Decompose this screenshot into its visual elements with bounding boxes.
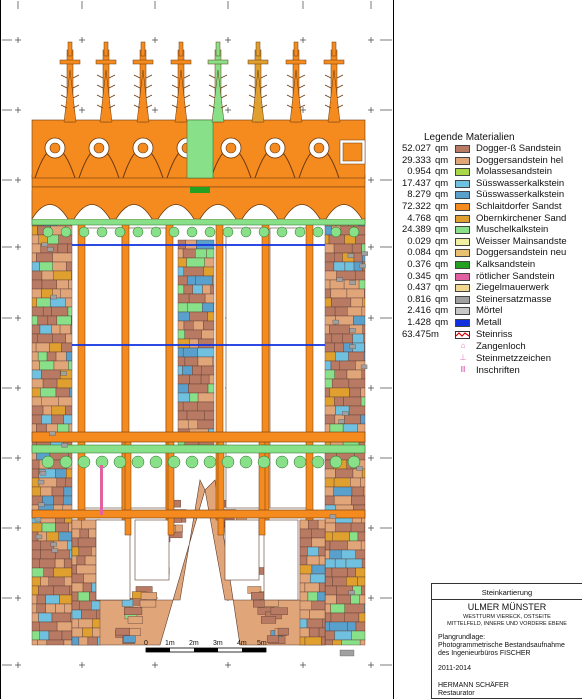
legend-swatch	[455, 168, 470, 177]
legend-symbol-name: Zangenloch	[476, 341, 526, 353]
legend-item-name: Steinersatzmasse	[476, 293, 552, 305]
legend-item-name: Molassesandstein	[476, 166, 553, 178]
legend-item-value: 29.333	[401, 154, 431, 166]
legend-item-value: 0.954	[407, 166, 431, 178]
zangenloch-icon: ⌂	[460, 341, 466, 351]
legend-item-value: 0.084	[407, 247, 431, 259]
legend-item-unit: qm	[435, 317, 449, 328]
legend-item-value: 24.389	[401, 224, 431, 236]
title-block-title: ULMER MÜNSTER	[467, 602, 547, 612]
legend-swatch	[455, 319, 470, 327]
legend-item-unit: qm	[435, 212, 449, 224]
scale-label-4m: 4m	[237, 640, 247, 647]
title-block-basis-label: Plangrundlage:	[438, 634, 486, 641]
legend-item-unit: qm	[435, 270, 449, 282]
legend-swatch	[455, 214, 470, 223]
legend-item-name: Süsswasserkalkstein	[476, 177, 565, 189]
legend-item-name: Metall	[476, 317, 502, 328]
title-block: Steinkartierung ULMER MÜNSTER WESTTURM V…	[431, 583, 582, 699]
legend-swatch	[455, 145, 470, 153]
title-block-basis-line-1: Photogrammetrische Bestandsaufnahme	[438, 642, 565, 649]
legend-swatch	[455, 226, 470, 235]
legend-item-value: 63.475	[401, 328, 431, 340]
legend-item-name: Schlaitdorfer Sandst	[476, 201, 562, 212]
legend-swatch	[455, 249, 470, 258]
legend-item-unit: qm	[435, 189, 449, 201]
title-block-basis-line-2: des Ingenieurbüros FISCHER	[438, 650, 531, 657]
legend-item-name: Doggersandstein neu	[476, 247, 567, 259]
legend-item-unit: qm	[435, 154, 449, 166]
legend-swatch	[455, 237, 470, 246]
title-block-date: 2011-2014	[438, 665, 471, 672]
legend-item-value: 0.376	[407, 259, 431, 270]
legend-title: Legende Materialien	[424, 132, 515, 143]
legend-symbol-name: Inschriften	[476, 365, 520, 377]
title-block-author-role: Restaurator	[438, 690, 475, 697]
legend-swatch	[455, 156, 470, 165]
legend-swatch	[455, 261, 470, 269]
legend-item-name: Kalksandstein	[476, 259, 536, 270]
legend-item-value: 1.428	[407, 317, 431, 328]
legend-item-unit: qm	[435, 177, 449, 189]
legend-item-unit: qm	[435, 305, 449, 317]
legend-swatch	[455, 272, 470, 281]
legend-swatch	[455, 203, 470, 211]
legend-item-unit: qm	[435, 143, 449, 154]
facade-elevation	[31, 41, 368, 657]
inschriften-icon: Ⅲ	[460, 365, 466, 375]
legend-item-name: Süsswasserkalkstein	[476, 189, 565, 201]
legend-item-value: 4.768	[407, 212, 431, 224]
title-block-subtitle-2: MITTELFELD, INNERE UND VORDERE EBENE	[447, 621, 567, 627]
title-block-heading: Steinkartierung	[481, 588, 533, 597]
legend-item-unit: qm	[435, 166, 449, 178]
scale-label-0: 0	[144, 640, 148, 647]
scale-label-3m: 3m	[213, 640, 223, 647]
legend-item-unit: qm	[435, 293, 449, 305]
title-block-subtitle-1: WESTTURM VIERECK, OSTSEITE	[463, 614, 551, 620]
legend-item-name: Mörtel	[476, 305, 503, 317]
title-block-divider	[432, 599, 582, 600]
legend-item-value: 0.816	[407, 293, 431, 305]
legend-item-value: 2.416	[407, 305, 431, 317]
scale-bar: 0 1m 2m 3m 4m 5m	[144, 640, 267, 653]
legend-symbol-name: Steinmetzzeichen	[476, 353, 551, 365]
legend-swatch	[455, 179, 470, 188]
legend-item-unit: qm	[435, 224, 449, 236]
legend-swatch	[455, 307, 470, 316]
legend-item-value: 52.027	[401, 143, 431, 154]
legend-item-value: 8.279	[407, 189, 431, 201]
legend-item-name: Dogger-ß Sandstein	[476, 143, 562, 154]
legend-swatch	[455, 295, 470, 304]
scale-label-5m: 5m	[257, 640, 267, 647]
legend-item-unit: qm	[435, 259, 449, 270]
legend-item-name: Doggersandstein hel	[476, 154, 564, 166]
legend-swatch	[455, 330, 470, 339]
legend-item-name: Weisser Mainsandste	[476, 235, 567, 247]
legend-item-unit: qm	[435, 201, 449, 212]
scale-label-1m: 1m	[165, 640, 175, 647]
legend-swatch	[455, 284, 470, 293]
legend-swatch	[455, 191, 470, 200]
legend-item-value: 0.437	[407, 282, 431, 294]
legend-item-unit: qm	[435, 282, 449, 294]
legend-item-value: 0.029	[407, 235, 431, 247]
legend-item-name: Muschelkalkstein	[476, 224, 549, 236]
scale-label-2m: 2m	[189, 640, 199, 647]
legend-item-name: Steinriss	[476, 328, 513, 340]
legend-item-unit: m	[431, 328, 439, 340]
title-block-author: HERMANN SCHÄFER	[438, 682, 509, 689]
legend-item-name: Obernkirchener Sand	[476, 212, 567, 224]
legend-item-value: 0.345	[407, 270, 431, 282]
legend-item-unit: qm	[435, 235, 449, 247]
steinmetzzeichen-icon: ⊥	[459, 353, 467, 363]
legend-item-name: rötlicher Sandstein	[476, 270, 555, 282]
legend-item-value: 72.322	[401, 201, 431, 212]
legend-item-unit: qm	[435, 247, 449, 259]
legend-item-name: Ziegelmauerwerk	[476, 282, 549, 294]
legend-item-value: 17.437	[401, 177, 431, 189]
